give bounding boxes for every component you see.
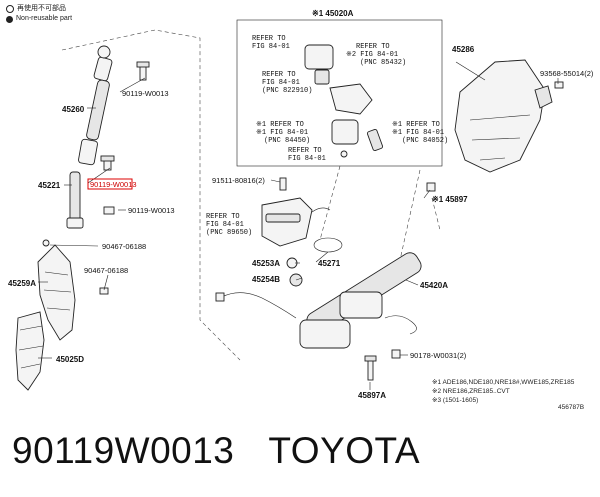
bolt-45897A[interactable] [364, 355, 377, 381]
highlight-box [87, 178, 133, 190]
label-45420A: 45420A [420, 281, 448, 290]
svg-text:FIG 84-01: FIG 84-01 [252, 43, 290, 51]
svg-text:REFER TO: REFER TO [262, 71, 296, 79]
refer-note-1: REFER TO FIG 84-01 [252, 35, 290, 51]
assembly-outline-left [61, 29, 241, 361]
refer-note-4: ※1 REFER TO ※1 FIG 84-01 (PNC 84450) [256, 121, 310, 145]
caption-brand: TOYOTA [268, 430, 421, 471]
svg-text:REFER TO: REFER TO [206, 213, 240, 221]
label-90178: 90178-W0031(2) [410, 351, 467, 360]
hole-cover-45025D[interactable] [15, 311, 45, 391]
label-45020A: ※1 45020A [312, 9, 354, 18]
open-circle-icon [6, 5, 14, 13]
svg-text:(PNC 89650): (PNC 89650) [206, 229, 252, 237]
dash-connector-2 [399, 169, 421, 261]
svg-text:(PNC 84450): (PNC 84450) [264, 137, 310, 145]
label-90467-a: 90467-06188 [102, 242, 146, 251]
label-45221: 45221 [38, 181, 61, 190]
svg-text:※2 FIG 84-01: ※2 FIG 84-01 [346, 51, 398, 59]
bolt-90119-top[interactable] [136, 61, 150, 81]
dash-connector-1 [319, 165, 341, 241]
label-45286: 45286 [452, 45, 475, 54]
solid-circle-icon [6, 15, 13, 23]
label-45271: 45271 [318, 259, 341, 268]
label-90467-b: 90467-06188 [84, 266, 128, 275]
label-45253A: 45253A [252, 259, 280, 268]
note-1: ※1 ADE186,NDE180,NRE18#,WWE185,ZRE185 [432, 379, 575, 386]
svg-text:※1 REFER TO: ※1 REFER TO [392, 121, 440, 129]
label-91511: 91511-80816(2) [212, 176, 265, 185]
note-2: ※2 NRE186,ZRE185..CVT [432, 388, 510, 395]
shaft-lower-45221[interactable] [66, 171, 84, 229]
legend-text-nonreusable: Non-reusable part [16, 15, 73, 22]
bolt-90178[interactable] [391, 349, 401, 359]
svg-text:※1 FIG 84-01: ※1 FIG 84-01 [392, 129, 444, 137]
caption-part-number: 90119W0013 [12, 430, 235, 471]
svg-text:REFER TO: REFER TO [288, 147, 322, 155]
parts-diagram: ※1 45020A 45286 93568-55014(2) 90119-W00… [8, 9, 594, 400]
svg-text:(PNC 85432): (PNC 85432) [360, 59, 406, 67]
ring-45271[interactable] [313, 237, 343, 253]
refer-note-6: REFER TO FIG 84-01 [288, 147, 326, 163]
legend-row-nonreusable: Non-reusable part [6, 14, 72, 24]
legend-row-reusable: 再使用不可部品 [6, 4, 72, 14]
svg-text:※1 REFER TO: ※1 REFER TO [256, 121, 304, 129]
clip-90467-a[interactable] [42, 239, 50, 247]
refer-note-5: ※1 REFER TO ※1 FIG 84-01 (PNC 84052) [392, 121, 448, 145]
refer-note-7: REFER TO FIG 84-01 (PNC 89650) [206, 213, 252, 237]
dust-cover-45259A[interactable] [37, 244, 76, 341]
clip-90467-b[interactable] [99, 287, 109, 295]
label-45259A: 45259A [8, 279, 36, 288]
label-90119-highlight[interactable]: 90119-W0013 [90, 180, 137, 189]
dash-connector-3 [431, 197, 441, 231]
label-93568: 93568-55014(2) [540, 69, 594, 78]
label-45897-top: ※1 45897 [432, 195, 468, 204]
label-45025D: 45025D [56, 355, 84, 364]
label-45254B: 45254B [252, 275, 280, 284]
svg-text:FIG 84-01: FIG 84-01 [206, 221, 244, 229]
figure-id: 456787B [558, 404, 585, 411]
legend-text-reusable: 再使用不可部品 [17, 5, 66, 12]
bolt-90119-lower[interactable] [103, 206, 115, 215]
svg-text:REFER TO: REFER TO [252, 35, 286, 43]
label-45260: 45260 [62, 105, 85, 114]
svg-text:FIG 84-01: FIG 84-01 [288, 155, 326, 163]
label-90119-lower: 90119-W0013 [128, 206, 175, 215]
leader-lines [38, 61, 559, 390]
screw-93568[interactable] [554, 81, 564, 89]
svg-text:(PNC 84052): (PNC 84052) [402, 137, 448, 145]
model-notes: ※1 ADE186,NDE180,NRE18#,WWE185,ZRE185 ※2… [432, 378, 574, 405]
label-45897A: 45897A [358, 391, 386, 400]
intermediate-shaft[interactable] [78, 45, 113, 166]
column-cover-45286[interactable] [454, 59, 553, 173]
bolt-91511[interactable] [279, 177, 287, 191]
note-3: ※3 (1501-1605) [432, 397, 479, 404]
actuator-motor[interactable] [261, 197, 331, 247]
svg-text:(PNC 822910): (PNC 822910) [262, 87, 312, 95]
svg-text:FIG 84-01: FIG 84-01 [262, 79, 300, 87]
label-90119-top: 90119-W0013 [122, 89, 169, 98]
refer-note-2: REFER TO ※2 FIG 84-01 (PNC 85432) [346, 43, 406, 67]
steering-column-45420A[interactable] [215, 250, 424, 349]
svg-text:※1 FIG 84-01: ※1 FIG 84-01 [256, 129, 308, 137]
legend: 再使用不可部品 Non-reusable part [6, 4, 72, 24]
bolt-90119-highlight[interactable] [100, 155, 115, 171]
combination-switch-parts[interactable] [304, 44, 384, 158]
caption: 90119W0013 TOYOTA [12, 430, 420, 472]
screw-45897-top[interactable] [426, 182, 436, 192]
switch-group-frame [236, 19, 443, 167]
svg-text:REFER TO: REFER TO [356, 43, 390, 51]
refer-note-3: REFER TO FIG 84-01 (PNC 822910) [262, 71, 312, 95]
